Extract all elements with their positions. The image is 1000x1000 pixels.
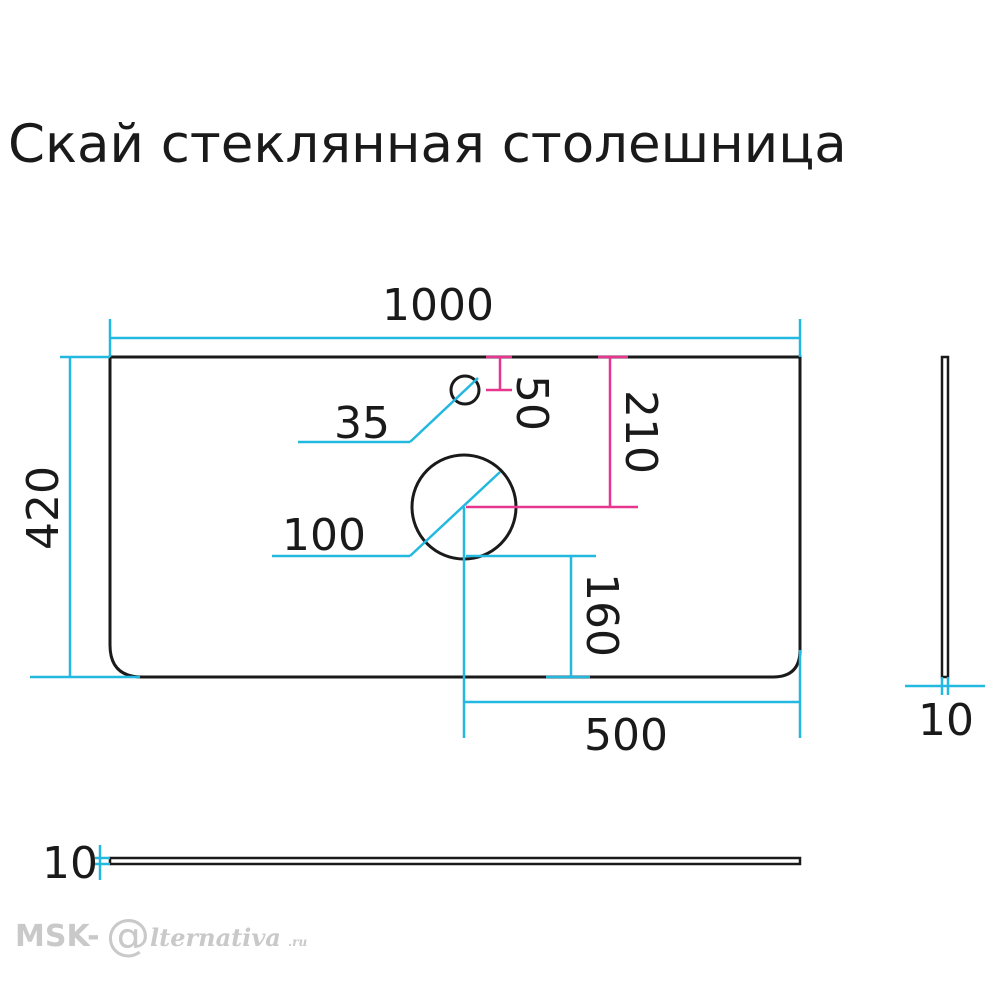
side-view-thickness-dimension — [905, 677, 985, 695]
main-hole-leader — [272, 471, 501, 558]
watermark-suffix: lternativa — [150, 923, 281, 952]
page-title: Скай стеклянная столешница — [8, 114, 847, 175]
width-dimension — [108, 319, 802, 357]
watermark-at-symbol: @ — [106, 910, 150, 961]
main-hole-side-label: 500 — [584, 710, 668, 761]
depth-dimension — [30, 355, 140, 679]
watermark-prefix: MSK- — [15, 919, 100, 954]
main-hole-diameter-label: 100 — [282, 510, 366, 561]
small-hole-offset-dimension — [486, 355, 512, 392]
small-hole — [449, 374, 481, 406]
front-view-profile — [108, 856, 802, 866]
main-hole-back-label: 210 — [615, 390, 666, 474]
watermark-domain: .ru — [288, 935, 308, 949]
main-hole-side-dimension — [462, 507, 802, 738]
side-view-thickness-label: 10 — [918, 695, 974, 746]
main-hole-back-dimension — [466, 355, 638, 509]
watermark-logo: MSK- @ lternativa .ru — [15, 910, 308, 961]
main-hole-front-label: 160 — [576, 573, 627, 657]
width-label: 1000 — [382, 280, 494, 331]
main-hole-front-dimension — [466, 554, 596, 679]
front-view-thickness-dimension — [95, 845, 110, 880]
front-view-thickness-label: 10 — [42, 838, 98, 889]
side-view-profile — [940, 355, 950, 679]
small-hole-offset-label: 50 — [506, 375, 557, 431]
depth-label: 420 — [18, 466, 69, 550]
countertop-outline — [108, 355, 802, 679]
small-hole-diameter-label: 35 — [334, 398, 390, 449]
small-hole-leader — [298, 377, 479, 444]
